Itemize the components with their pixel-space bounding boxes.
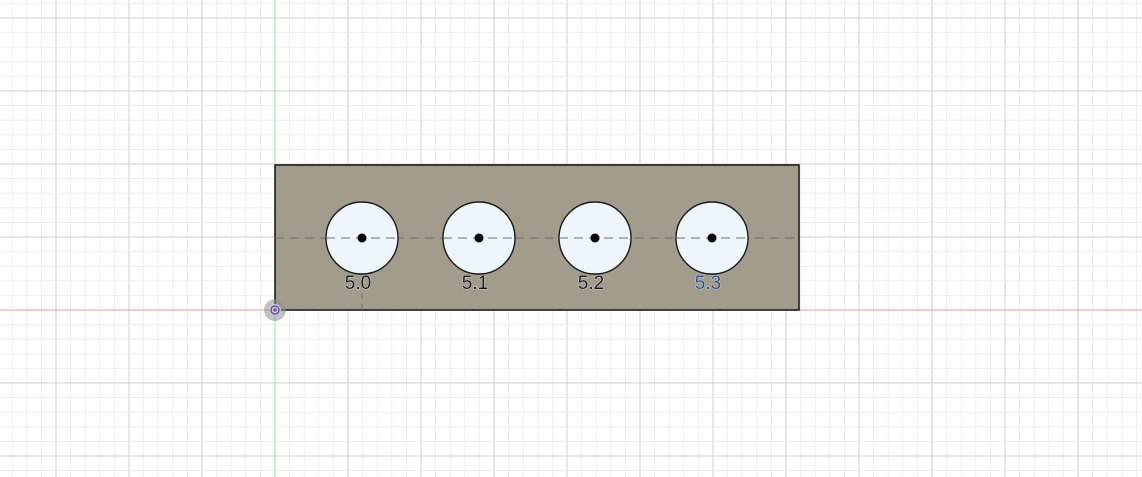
hole[interactable]: 5.3: [675, 201, 749, 295]
holes-group[interactable]: 5.0 5.1 5.2 5.3: [325, 201, 749, 295]
hole-center-point[interactable]: [357, 233, 367, 243]
hole-diameter-label[interactable]: 5.3: [694, 273, 721, 295]
origin-point-icon[interactable]: [264, 299, 286, 321]
hole-center-point[interactable]: [474, 233, 484, 243]
hole[interactable]: 5.1: [442, 201, 516, 295]
hole[interactable]: 5.0: [325, 201, 399, 295]
hole-diameter-label[interactable]: 5.2: [577, 273, 604, 295]
hole-diameter-label[interactable]: 5.1: [461, 273, 488, 295]
hole-center-point[interactable]: [707, 233, 717, 243]
hole-center-point[interactable]: [590, 233, 600, 243]
hole[interactable]: 5.2: [558, 201, 632, 295]
hole-diameter-label[interactable]: 5.0: [344, 273, 371, 295]
